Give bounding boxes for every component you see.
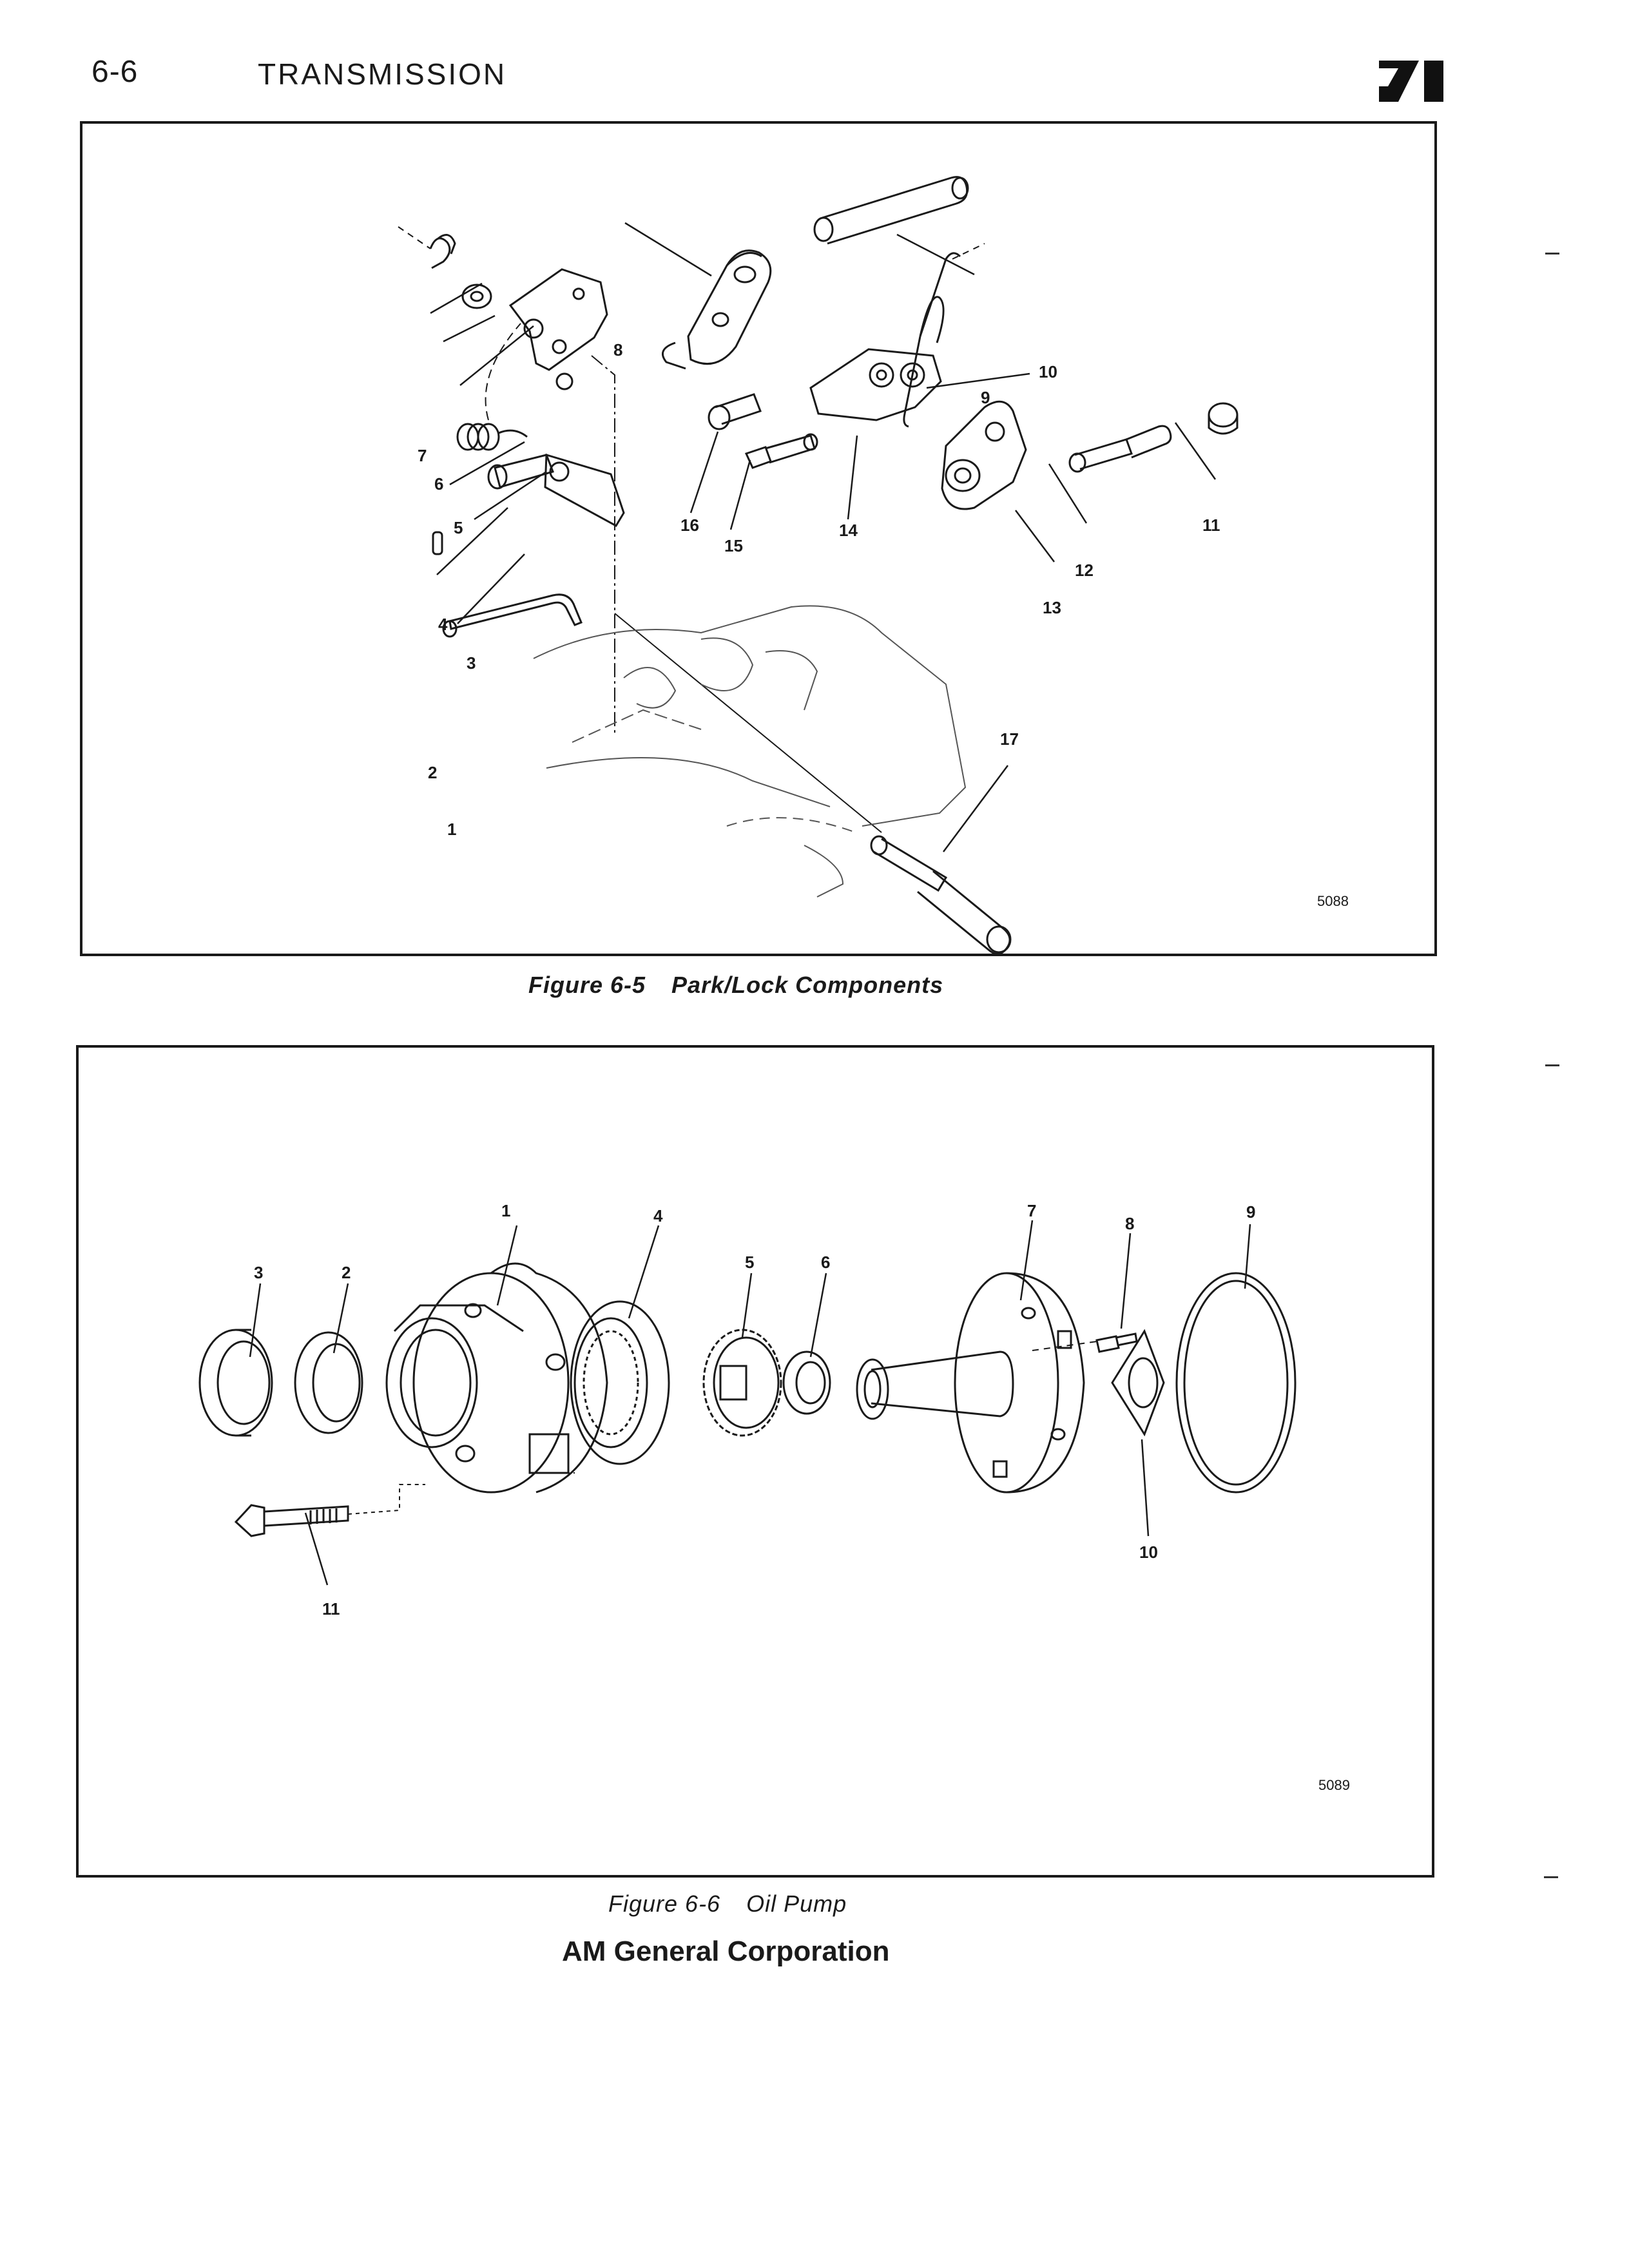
- part-bracket: [508, 268, 608, 390]
- caption-title: Oil Pump: [746, 1890, 847, 1917]
- callout-10: 10: [1039, 362, 1057, 381]
- part-washer: [461, 284, 492, 309]
- part-pawl-pin: [708, 393, 762, 430]
- callout-11: 11: [322, 1599, 340, 1619]
- part-parking-pawl: [809, 348, 942, 421]
- part-torsion-spring: [903, 243, 985, 428]
- callout-13: 13: [1043, 598, 1061, 617]
- part-outer-gear: [570, 1300, 670, 1465]
- callout-12: 12: [1075, 561, 1094, 580]
- callout-11: 11: [1202, 515, 1220, 535]
- part-pivot-pin: [813, 176, 969, 245]
- part-front-seal: [198, 1329, 273, 1437]
- part-detent-lever: [661, 249, 772, 370]
- callout-9: 9: [1246, 1202, 1255, 1222]
- part-shaft-lever: [487, 454, 625, 528]
- part-cam-pin: [1068, 425, 1172, 473]
- margin-mark: [1544, 1876, 1558, 1878]
- figure-oil-pump: 1 2 3 4 5 6 7 8 9 10 11 5089: [76, 1045, 1434, 1878]
- callout-16: 16: [680, 515, 699, 535]
- page-number: 6-6: [92, 55, 139, 89]
- callout-6: 6: [821, 1253, 830, 1272]
- callout-9: 9: [981, 388, 990, 407]
- part-actuator-cam: [941, 400, 1027, 510]
- callout-14: 14: [839, 521, 858, 540]
- figure-caption-6-6: Figure 6-6 Oil Pump: [608, 1890, 847, 1917]
- part-plug: [1208, 402, 1239, 435]
- part-inner-gear: [702, 1329, 782, 1437]
- callout-4: 4: [653, 1206, 663, 1225]
- oil-pump-exploded-diagram: 1 2 3 4 5 6 7 8 9 10 11 5089: [198, 1201, 1350, 1793]
- part-thrust-washer: [782, 1350, 831, 1415]
- park-lock-exploded-diagram: 1 2 3 4 5 6 7 8 9 10 11 12 13 14 15 16 1…: [398, 176, 1349, 954]
- callout-17: 17: [1000, 729, 1019, 749]
- transmission-case-outline: [533, 605, 967, 898]
- part-link-rod: [448, 593, 583, 630]
- figure-caption-6-5: Figure 6-5 Park/Lock Components: [528, 972, 943, 999]
- plate-id: 5089: [1318, 1777, 1350, 1793]
- callout-10: 10: [1139, 1542, 1158, 1562]
- footer-company: AM General Corporation: [562, 1936, 890, 1967]
- callout-6: 6: [434, 474, 443, 494]
- part-large-seal-ring: [1175, 1272, 1296, 1494]
- callout-labels: 1 2 3 4 5 6 7 8 9 10 11 12 13 14 15 16 1…: [418, 340, 1220, 839]
- part-spring: [456, 423, 528, 451]
- figure-park-lock-components: 1 2 3 4 5 6 7 8 9 10 11 12 13 14 15 16 1…: [80, 121, 1437, 956]
- plate-id: 5088: [1317, 893, 1349, 909]
- margin-mark: [1545, 253, 1559, 255]
- part-retaining-clip: [398, 226, 456, 269]
- callout-5: 5: [454, 518, 463, 537]
- callout-4: 4: [438, 615, 448, 634]
- callout-leaders: [430, 222, 1217, 852]
- caption-title: Park/Lock Components: [671, 972, 944, 998]
- callout-15: 15: [724, 536, 743, 555]
- caption-number: Figure 6-6: [608, 1890, 721, 1917]
- callout-2: 2: [428, 763, 437, 782]
- part-bolt: [234, 1484, 425, 1537]
- am-general-logo-icon: [1379, 61, 1443, 102]
- callout-2: 2: [342, 1263, 351, 1282]
- part-stator-cover: [856, 1272, 1085, 1494]
- callout-8: 8: [613, 340, 622, 360]
- callout-3: 3: [467, 653, 476, 673]
- part-stepped-pin: [744, 433, 818, 469]
- part-roll-pin: [432, 531, 443, 555]
- caption-number: Figure 6-5: [528, 972, 646, 998]
- callout-1: 1: [501, 1201, 510, 1220]
- part-selector-shaft: [870, 835, 1012, 954]
- callout-1: 1: [447, 820, 456, 839]
- callout-7: 7: [418, 446, 427, 465]
- callout-7: 7: [1027, 1201, 1036, 1220]
- margin-mark: [1545, 1064, 1559, 1066]
- callout-leaders: [249, 1220, 1251, 1586]
- part-bushing: [294, 1331, 363, 1434]
- callout-3: 3: [254, 1263, 263, 1282]
- callout-8: 8: [1125, 1214, 1134, 1233]
- section-title: TRANSMISSION: [258, 57, 507, 91]
- callout-labels: 1 2 3 4 5 6 7 8 9 10 11: [254, 1201, 1255, 1619]
- part-gasket: [1111, 1329, 1165, 1437]
- part-cover-screw: [1032, 1332, 1138, 1353]
- callout-5: 5: [745, 1253, 754, 1272]
